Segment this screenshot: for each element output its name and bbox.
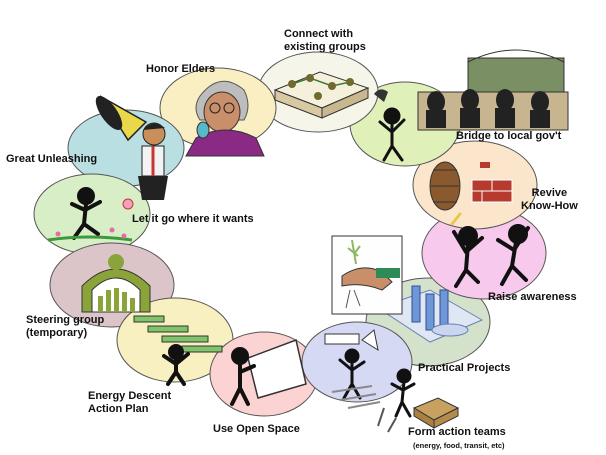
label-revive-know-how: Revive Know-How — [521, 187, 578, 213]
barrel-bricks-icon — [429, 161, 513, 211]
label-bridge-gov: Bridge to local gov't — [456, 130, 562, 142]
steering-arch-icon — [81, 254, 151, 313]
label-energy-line1: Energy Descent — [88, 390, 172, 402]
label-honor-elders: Honor Elders — [146, 63, 216, 75]
running-figure-icon — [47, 187, 134, 242]
connection-book-icon — [273, 71, 370, 119]
label-energy-line2: Action Plan — [88, 403, 149, 415]
label-connect-line2: existing groups — [284, 41, 366, 53]
label-use-open-space: Use Open Space — [213, 423, 300, 435]
label-form-action-teams: Form action teams — [408, 426, 506, 438]
label-form-action-teams-sub: (energy, food, transit, etc) — [413, 441, 505, 450]
awareness-figures-icon — [450, 212, 530, 288]
open-space-sign-icon — [230, 338, 307, 406]
action-team-icon — [324, 329, 460, 433]
label-steering-line1: Steering group — [26, 314, 105, 326]
label-revive-line1: Revive — [531, 187, 568, 199]
council-meeting-icon — [374, 49, 569, 162]
label-energy-descent: Energy Descent Action Plan — [88, 390, 171, 416]
label-steering-group: Steering group (temporary) — [26, 314, 104, 340]
label-raise-awareness: Raise awareness — [488, 291, 577, 303]
elder-woman-icon — [185, 80, 265, 157]
label-revive-line2: Know-How — [521, 200, 578, 212]
label-connect-groups: Connect with existing groups — [284, 28, 366, 54]
label-steering-line2: (temporary) — [26, 327, 88, 339]
planting-hands-icon — [331, 235, 403, 315]
gantt-chart-icon — [133, 315, 223, 386]
label-connect-line1: Connect with — [284, 28, 354, 40]
blueprint-icon — [376, 285, 484, 343]
megaphone-person-icon — [95, 95, 168, 200]
label-let-it-go: Let it go where it wants — [132, 213, 254, 225]
label-practical-projects: Practical Projects — [418, 362, 511, 374]
label-great-unleashing: Great Unleashing — [6, 153, 98, 165]
